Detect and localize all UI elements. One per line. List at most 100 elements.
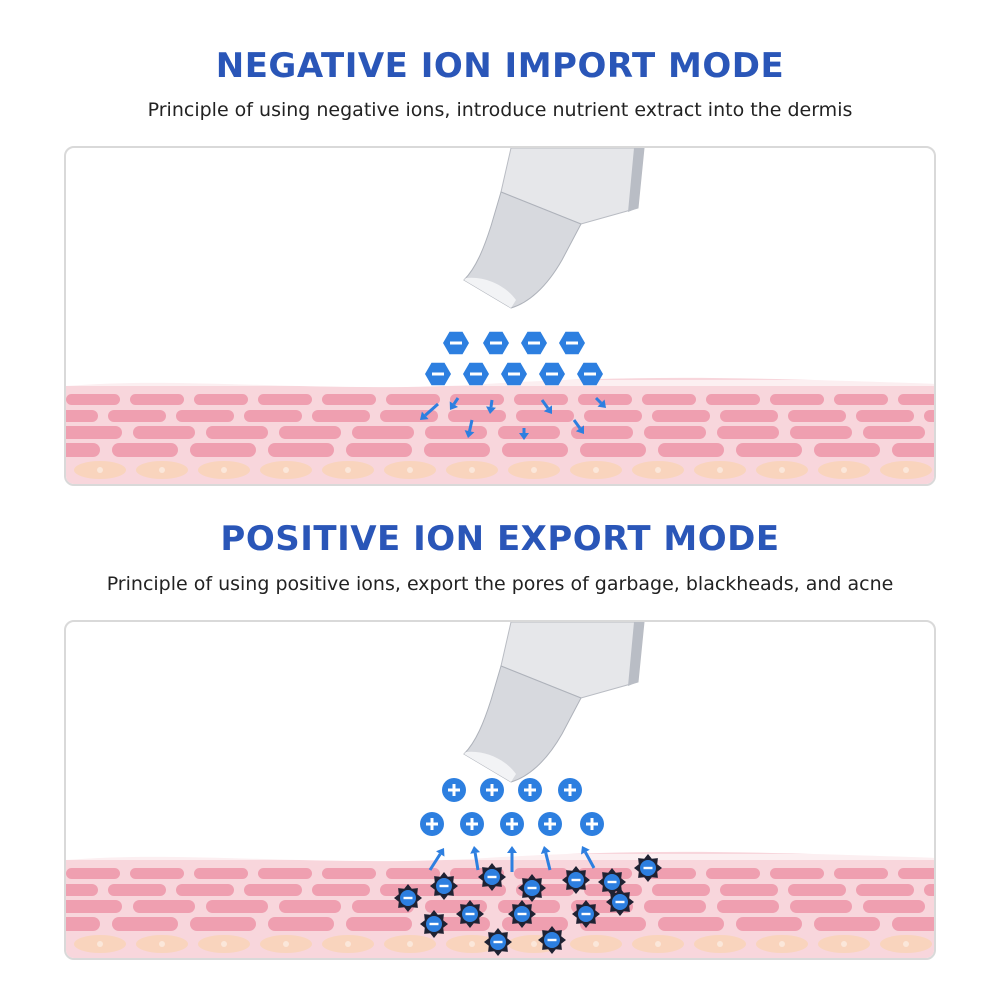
- skin-cell: [133, 426, 195, 439]
- skin-cell: [834, 394, 888, 405]
- skin-cell: [268, 443, 334, 457]
- negative-ion-icon: [559, 331, 585, 355]
- arrow-icon: [572, 419, 584, 434]
- skin-cell: [244, 884, 302, 896]
- skin-cell: [898, 394, 934, 405]
- skin-cell: [658, 443, 724, 457]
- ion-group: [420, 778, 604, 836]
- arrow-icon: [507, 846, 517, 872]
- skin-cell: [386, 868, 440, 879]
- illustration-panel-export: [64, 620, 936, 960]
- skin-cell: [814, 443, 880, 457]
- cell-nucleus: [221, 467, 227, 473]
- skin-cell: [720, 884, 778, 896]
- skin-cell: [206, 900, 268, 913]
- skin-cell: [736, 443, 802, 457]
- impurity-particle-icon: [484, 928, 512, 956]
- device-handle: [500, 622, 645, 699]
- section-subtitle: Principle of using positive ions, export…: [106, 573, 894, 595]
- skin-cell: [790, 900, 852, 913]
- skin-cell: [584, 410, 642, 422]
- skin-cell: [352, 426, 414, 439]
- impurity-particle-icon: [518, 874, 546, 902]
- skin-cell: [856, 410, 914, 422]
- cell-nucleus: [97, 467, 103, 473]
- skin-cell: [322, 868, 376, 879]
- negative-ion-icon: [521, 331, 547, 355]
- skin-cell: [322, 394, 376, 405]
- device-edge: [628, 148, 644, 212]
- skin-cell: [516, 410, 574, 422]
- skin-cell: [790, 426, 852, 439]
- positive-ion-icon: [500, 812, 524, 836]
- cell-nucleus: [283, 467, 289, 473]
- positive-ion-icon: [538, 812, 562, 836]
- skin-cell: [66, 868, 120, 879]
- skin-cell: [642, 394, 696, 405]
- section-subtitle: Principle of using negative ions, introd…: [147, 99, 853, 121]
- cell-nucleus: [345, 467, 351, 473]
- skin-cell: [706, 868, 760, 879]
- skin-cell: [644, 426, 706, 439]
- negative-ion-icon: [501, 362, 527, 386]
- cell-nucleus: [593, 941, 599, 947]
- skin-cell: [190, 443, 256, 457]
- skin-cell: [580, 917, 646, 931]
- arrow-icon: [540, 399, 552, 414]
- skin-cell: [652, 884, 710, 896]
- skin-cell: [279, 426, 341, 439]
- skin-cell: [924, 410, 934, 422]
- skin-cell: [279, 900, 341, 913]
- arrow-icon: [594, 396, 606, 408]
- device-edge: [628, 622, 644, 686]
- positive-ion-icon: [460, 812, 484, 836]
- ultrasonic-scrubber-device-icon: [463, 148, 645, 309]
- skin-cell: [448, 410, 506, 422]
- skin-cell: [580, 443, 646, 457]
- skin-cell: [863, 426, 925, 439]
- skin-cell: [66, 410, 98, 422]
- impurity-particle-icon: [508, 900, 536, 928]
- cell-nucleus: [717, 467, 723, 473]
- cell-nucleus: [159, 467, 165, 473]
- arrow-icon: [449, 397, 460, 410]
- skin-cell: [66, 917, 100, 931]
- impurity-particle-icon: [430, 872, 458, 900]
- positive-ion-icon: [480, 778, 504, 802]
- arrow-icon: [464, 419, 475, 438]
- skin-cell: [498, 426, 560, 439]
- skin-cell: [706, 394, 760, 405]
- impurity-particle-icon: [598, 868, 626, 896]
- cell-nucleus: [97, 941, 103, 947]
- skin-cell: [514, 868, 568, 879]
- skin-cell: [66, 394, 120, 405]
- skin-cell: [258, 394, 312, 405]
- skin-cell: [578, 394, 632, 405]
- skin-cell: [788, 884, 846, 896]
- cell-nucleus: [903, 941, 909, 947]
- cell-nucleus: [469, 941, 475, 947]
- skin-cell: [244, 410, 302, 422]
- cell-nucleus: [593, 467, 599, 473]
- skin-cell: [514, 394, 568, 405]
- cell-nucleus: [841, 941, 847, 947]
- cell-nucleus: [903, 467, 909, 473]
- skin-cell: [258, 868, 312, 879]
- skin-cell: [176, 884, 234, 896]
- cell-nucleus: [779, 467, 785, 473]
- skin-cell: [834, 868, 888, 879]
- skin-cell: [66, 900, 122, 913]
- skin-cell: [717, 426, 779, 439]
- skin-cell: [66, 443, 100, 457]
- skin-cell: [892, 443, 934, 457]
- skin-cell: [924, 884, 934, 896]
- skin-cell: [571, 426, 633, 439]
- cell-nucleus: [779, 941, 785, 947]
- skin-cell: [133, 900, 195, 913]
- device-blade-tip: [464, 751, 516, 782]
- skin-cell: [130, 394, 184, 405]
- ion-group: [425, 331, 603, 386]
- device-handle: [500, 148, 645, 225]
- impurity-particle-icon: [478, 863, 506, 891]
